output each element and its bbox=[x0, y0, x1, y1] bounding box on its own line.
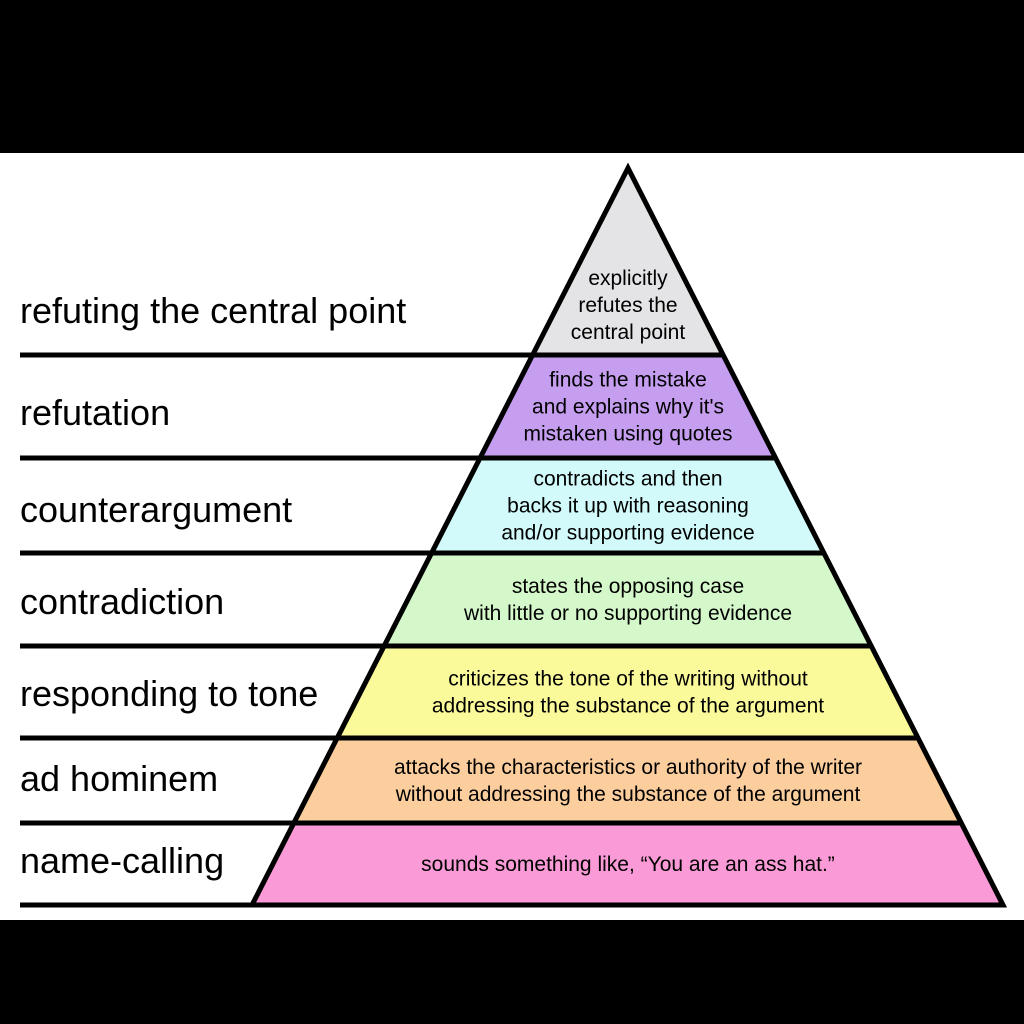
level-desc-4-line-0: criticizes the tone of the writing witho… bbox=[448, 668, 808, 691]
pyramid-outline bbox=[247, 162, 1008, 908]
level-label-0: refuting the central point bbox=[20, 290, 406, 331]
level-label-1: refutation bbox=[20, 392, 170, 433]
level-label-6: name-calling bbox=[20, 840, 224, 881]
level-desc-0-line-1: refutes the bbox=[578, 294, 677, 317]
level-desc-0-line-0: explicitly bbox=[588, 267, 668, 290]
tier-4 bbox=[337, 646, 919, 738]
level-desc-3-line-1: with little or no supporting evidence bbox=[463, 602, 792, 625]
bottom-black-band bbox=[0, 920, 1024, 1024]
tier-6 bbox=[252, 823, 1003, 905]
tier-1 bbox=[480, 355, 776, 458]
level-label-3: contradiction bbox=[20, 581, 224, 622]
level-desc-5-line-0: attacks the characteristics or authority… bbox=[394, 756, 862, 779]
level-desc-2-line-2: and/or supporting evidence bbox=[501, 522, 754, 545]
level-desc-1-line-2: mistaken using quotes bbox=[524, 423, 733, 446]
level-desc-5-line-1: without addressing the substance of the … bbox=[395, 783, 861, 806]
level-desc-4-line-1: addressing the substance of the argument bbox=[432, 695, 824, 718]
tier-0 bbox=[532, 168, 724, 355]
level-desc-0-line-2: central point bbox=[571, 321, 686, 344]
level-desc-6-line-0: sounds something like, “You are an ass h… bbox=[421, 853, 835, 876]
top-black-band bbox=[0, 0, 1024, 153]
level-desc-2-line-0: contradicts and then bbox=[533, 468, 722, 491]
level-descriptions: explicitly refutes the central point finds … bbox=[394, 267, 862, 876]
tier-5 bbox=[293, 738, 962, 823]
tier-2 bbox=[431, 458, 824, 553]
level-label-5: ad hominem bbox=[20, 758, 218, 799]
level-desc-1-line-0: finds the mistake bbox=[549, 369, 707, 392]
level-label-4: responding to tone bbox=[20, 673, 318, 714]
level-label-2: counterargument bbox=[20, 489, 292, 530]
level-desc-3-line-0: states the opposing case bbox=[512, 575, 744, 598]
level-desc-2-line-1: backs it up with reasoning bbox=[507, 495, 749, 518]
level-labels: refuting the central point refutation coun… bbox=[20, 290, 406, 881]
level-desc-1-line-1: and explains why it's bbox=[532, 396, 724, 419]
pyramid-tiers bbox=[252, 168, 1003, 905]
tier-3 bbox=[384, 553, 872, 646]
